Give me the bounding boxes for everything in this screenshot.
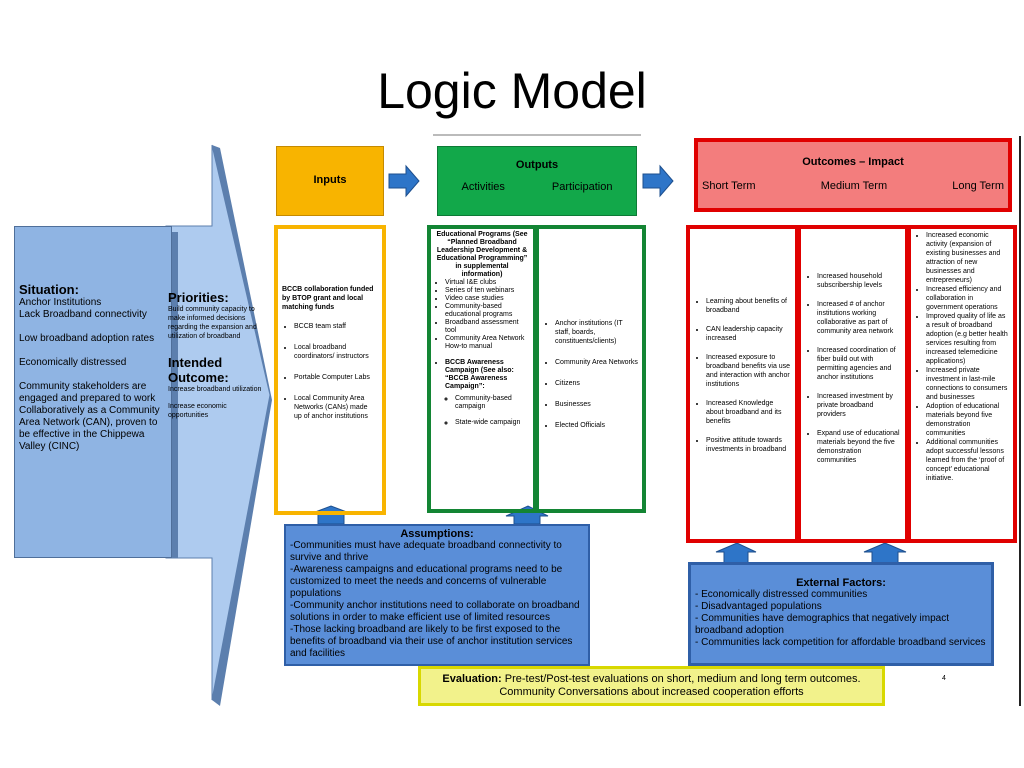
- list-item: Increased efficiency and collaboration i…: [926, 285, 1010, 312]
- situation-box: Situation: Anchor Institutions Lack Broa…: [14, 226, 172, 558]
- list-item: BCCB Awareness Campaign (See also: “BCCB…: [445, 359, 529, 427]
- list-item: Community Area Networks: [555, 358, 638, 367]
- inputs-box: BCCB collaboration funded by BTOP grant …: [274, 225, 386, 515]
- outputs-participation-box: Anchor institutions (IT staff, boards, c…: [535, 225, 646, 513]
- assumptions-heading: Assumptions:: [400, 528, 474, 540]
- right-border-line: [1019, 136, 1021, 706]
- situation-heading: Situation:: [19, 282, 79, 297]
- list-item: Increased private investment in last-mil…: [926, 366, 1010, 402]
- assumptions-text: -Communities must have adequate broadban…: [290, 540, 580, 659]
- external-factors-box: External Factors: - Economically distres…: [688, 562, 994, 666]
- situation-line: Economically distressed: [19, 357, 127, 368]
- list-item: Increased exposure to broadband benefits…: [706, 353, 791, 389]
- participation-list: Anchor institutions (IT staff, boards, c…: [543, 319, 638, 430]
- list-item: Citizens: [555, 379, 638, 388]
- list-item: Portable Computer Labs: [294, 373, 376, 382]
- long-term-box: Increased economic activity (expansion o…: [907, 225, 1017, 543]
- situation-line: Community stakeholders are engaged and p…: [19, 381, 160, 452]
- intended-outcome-text: Increase broadband utilization: [168, 386, 262, 393]
- list-item: Additional communities adopt successful …: [926, 438, 1010, 483]
- priorities-block: Priorities: Build community capacity to …: [168, 290, 262, 428]
- medium-term-box: Increased household subscribership level…: [797, 225, 909, 543]
- list-item: Improved quality of life as a result of …: [926, 312, 1010, 366]
- campaign-lead: BCCB Awareness Campaign (See also: “BCCB…: [445, 359, 514, 390]
- list-item: Broadband assessment tool: [445, 319, 529, 335]
- outcomes-header: Outcomes – Impact Short Term Medium Term…: [694, 138, 1012, 212]
- medium-term-label: Medium Term: [820, 180, 888, 192]
- short-term-list: Learning about benefits of broadband CAN…: [694, 297, 791, 454]
- list-item: Local broadband coordinators/ instructor…: [294, 343, 376, 361]
- page-number: 4: [942, 675, 946, 682]
- list-item: Increased investment by private broadban…: [817, 392, 901, 419]
- list-item: Virtual I&E clubs: [445, 279, 529, 287]
- evaluation-text: Pre-test/Post-test evaluations on short,…: [499, 673, 861, 698]
- intended-outcome-text: Increase economic opportunities: [168, 403, 227, 419]
- campaign-list: BCCB Awareness Campaign (See also: “BCCB…: [435, 359, 529, 427]
- activities-lead: Educational Programs (See “Planned Broad…: [436, 231, 528, 278]
- outputs-header-title: Outputs: [515, 159, 559, 171]
- external-factors-heading: External Factors:: [796, 577, 886, 589]
- list-item: Adoption of educational materials beyond…: [926, 402, 1010, 438]
- slide-title: Logic Model: [377, 63, 647, 119]
- situation-line: Low broadband adoption rates: [19, 333, 155, 344]
- participation-label: Participation: [551, 181, 613, 193]
- list-item: Increased Knowledge about broadband and …: [706, 399, 791, 426]
- outputs-to-outcomes-arrow: [642, 164, 674, 198]
- short-term-box: Learning about benefits of broadband CAN…: [686, 225, 799, 543]
- list-item: Increased household subscribership level…: [817, 272, 901, 290]
- list-item: Local Community Area Networks (CANs) mad…: [294, 394, 376, 421]
- long-term-label: Long Term: [952, 180, 1004, 192]
- list-item: Anchor institutions (IT staff, boards, c…: [555, 319, 638, 346]
- list-item: Community-based educational programs: [445, 303, 529, 319]
- list-item: Positive attitude towards investments in…: [706, 436, 791, 454]
- list-item: Increased coordination of fiber build ou…: [817, 346, 901, 382]
- list-item: Learning about benefits of broadband: [706, 297, 791, 315]
- short-term-label: Short Term: [702, 180, 756, 192]
- list-item: BCCB team staff: [294, 322, 376, 331]
- assumptions-box: Assumptions: -Communities must have adeq…: [284, 524, 590, 666]
- list-item: Community-based campaign: [455, 395, 529, 411]
- list-item: Elected Officials: [555, 421, 638, 430]
- evaluation-box: Evaluation: Pre-test/Post-test evaluatio…: [418, 666, 885, 706]
- activities-label: Activities: [461, 181, 505, 193]
- medium-term-list: Increased household subscribership level…: [805, 272, 901, 465]
- priorities-chevron: [165, 144, 271, 701]
- external-up-arrow-left: [715, 542, 757, 564]
- inputs-header: Inputs: [276, 146, 384, 216]
- priorities-text: Build community capacity to make informe…: [168, 306, 257, 340]
- inputs-to-outputs-arrow: [388, 164, 420, 198]
- external-up-arrow-right: [863, 542, 907, 564]
- priorities-heading: Priorities:: [168, 290, 229, 305]
- intended-outcome-heading: Intended Outcome:: [168, 355, 229, 385]
- inputs-list: BCCB team staff Local broadband coordina…: [282, 322, 376, 421]
- list-item: Community Area Network How-to manual: [445, 335, 529, 351]
- situation-line: Anchor Institutions Lack Broadband conne…: [19, 297, 147, 320]
- outputs-activities-box: Educational Programs (See “Planned Broad…: [427, 225, 537, 513]
- inputs-lead: BCCB collaboration funded by BTOP grant …: [282, 286, 374, 311]
- title-divider: [433, 134, 641, 136]
- evaluation-label: Evaluation:: [442, 673, 502, 685]
- outputs-header: Outputs Activities Participation: [437, 146, 637, 216]
- external-factors-text: - Economically distressed communities - …: [695, 589, 986, 648]
- list-item: Series of ten webinars: [445, 287, 529, 295]
- list-item: Increased economic activity (expansion o…: [926, 231, 1010, 285]
- list-item: Video case studies: [445, 295, 529, 303]
- activities-list: Virtual I&E clubs Series of ten webinars…: [435, 279, 529, 351]
- list-item: Expand use of educational materials beyo…: [817, 429, 901, 465]
- long-term-list: Increased economic activity (expansion o…: [914, 231, 1010, 483]
- list-item: Increased # of anchor institutions worki…: [817, 300, 901, 336]
- list-item: State-wide campaign: [455, 419, 529, 427]
- list-item: Businesses: [555, 400, 638, 409]
- outcomes-header-title: Outcomes – Impact: [802, 156, 904, 168]
- situation-shadow: [172, 232, 178, 558]
- list-item: CAN leadership capacity increased: [706, 325, 791, 343]
